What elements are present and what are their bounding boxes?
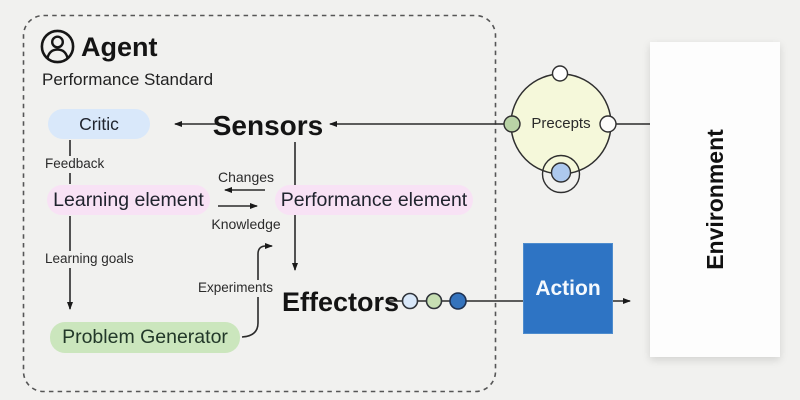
sensors-node: Sensors bbox=[212, 110, 324, 141]
performance-standard-label: Performance Standard bbox=[42, 70, 214, 89]
action-label: Action bbox=[535, 276, 601, 300]
problem-generator-label: Problem Generator bbox=[62, 326, 228, 348]
knowledge-edge-label: Knowledge bbox=[211, 216, 281, 232]
problem-generator-node: Problem Generator bbox=[50, 322, 240, 353]
learning-goals-edge-label: Learning goals bbox=[42, 251, 137, 268]
agent-user-icon bbox=[40, 29, 75, 64]
edge-experiments bbox=[241, 243, 273, 338]
precepts-label: Precepts bbox=[531, 115, 591, 132]
effector-dot-pale-blue bbox=[401, 292, 419, 310]
feedback-edge-label: Feedback bbox=[42, 156, 108, 173]
precepts-node-left bbox=[503, 115, 521, 133]
effector-dot-blue bbox=[449, 292, 467, 310]
learning-element-label: Learning element bbox=[53, 188, 204, 211]
environment-box: Environment bbox=[650, 42, 780, 357]
performance-element-label: Performance element bbox=[280, 188, 468, 211]
effectors-node: Effectors bbox=[282, 287, 400, 317]
changes-edge-label: Changes bbox=[217, 169, 275, 185]
effector-dots bbox=[401, 292, 467, 310]
precepts-node-right bbox=[599, 115, 617, 133]
effector-dot-green bbox=[425, 292, 443, 310]
critic-label: Critic bbox=[79, 113, 119, 134]
experiments-edge-label: Experiments bbox=[194, 280, 276, 297]
precepts-node-top bbox=[551, 65, 569, 82]
performance-element-node: Performance element bbox=[275, 185, 473, 215]
action-box: Action bbox=[523, 243, 613, 334]
precepts-bottom-ring bbox=[541, 154, 581, 194]
agent-dashed-border bbox=[22, 14, 497, 393]
critic-node: Critic bbox=[48, 109, 150, 139]
learning-element-node: Learning element bbox=[47, 185, 210, 215]
precepts-cluster bbox=[503, 65, 617, 194]
environment-label: Environment bbox=[701, 129, 728, 270]
agent-title: Agent bbox=[81, 32, 158, 62]
precepts-node-bottom bbox=[550, 162, 572, 183]
